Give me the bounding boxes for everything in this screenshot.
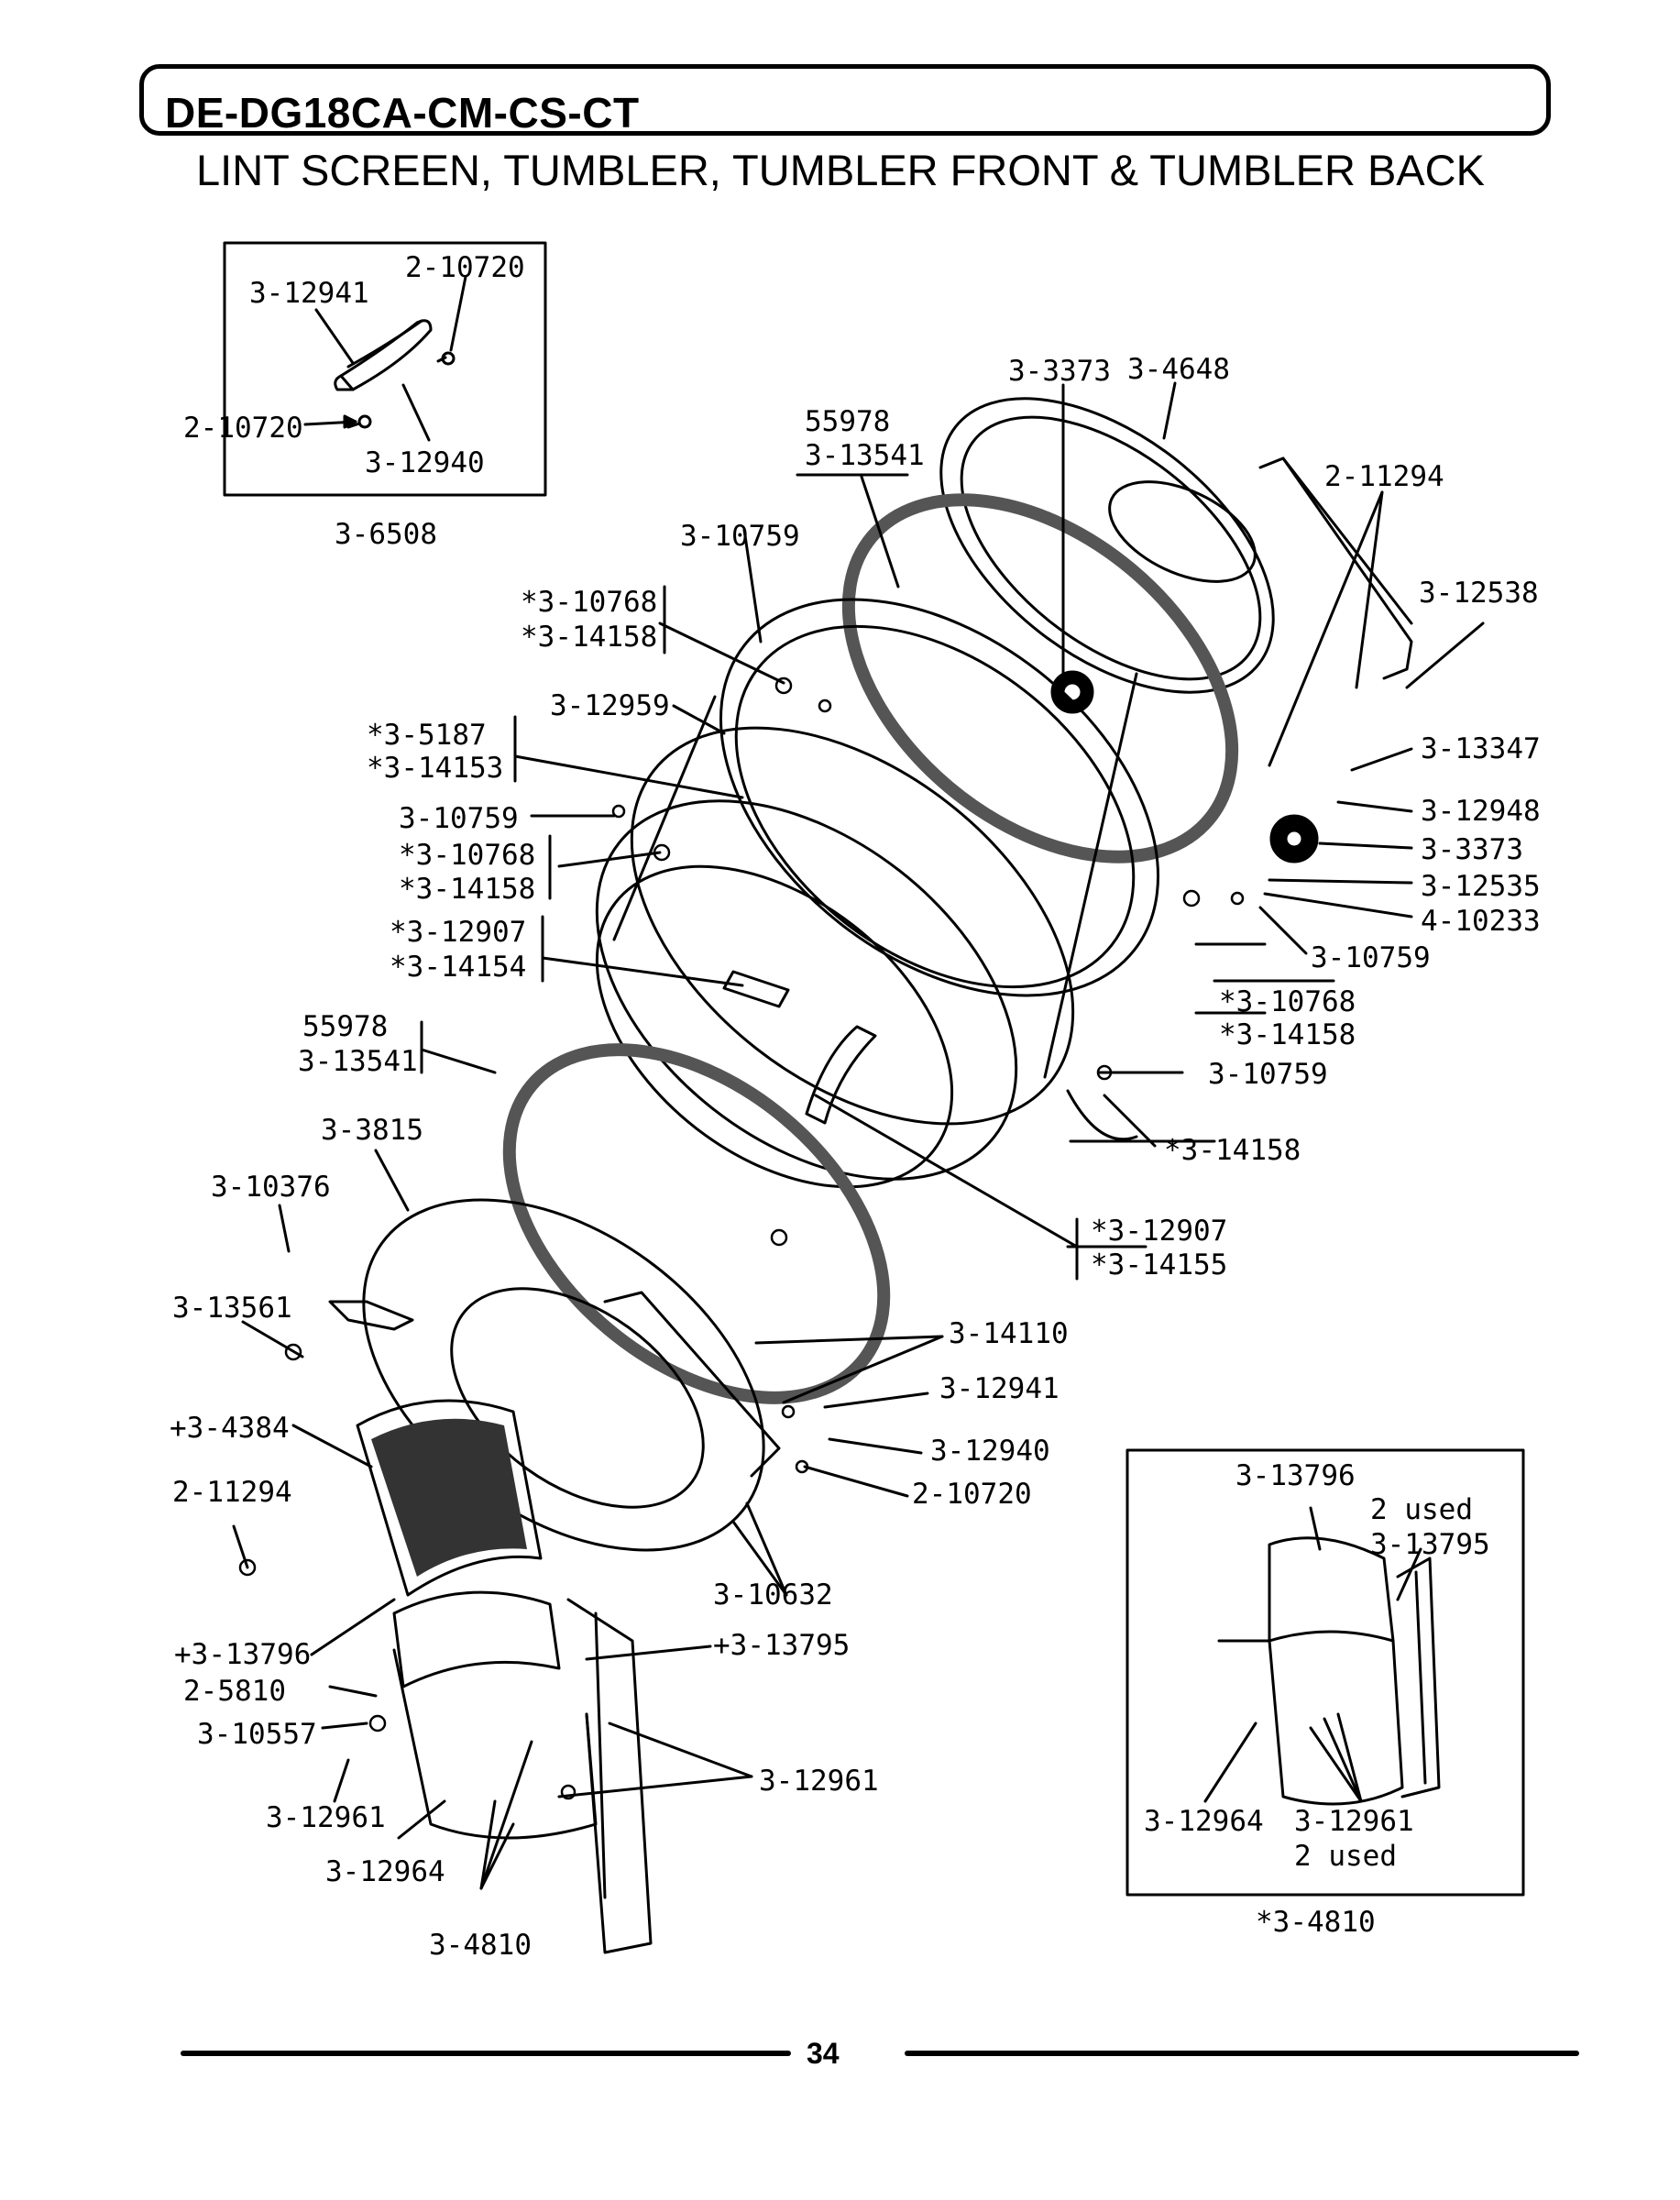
callout-label: 2-11294 [1324,460,1444,493]
model-number: DE-DG18CA-CM-CS-CT [165,89,640,137]
callout-label: 3-3373 [1008,355,1111,388]
front-seal-ring [502,1043,891,1404]
page-title: LINT SCREEN, TUMBLER, TUMBLER FRONT & TU… [196,146,1485,194]
page-number: 34 [807,2037,840,2070]
inset-top-label: 3-12941 [249,277,369,310]
callout-label: 3-13541 [805,439,925,472]
callout-label: *3-14158 [399,873,536,906]
callout-label: 3-13347 [1421,732,1541,765]
callout-label: 3-12961 [266,1801,386,1834]
callout-label: 3-10632 [713,1578,833,1612]
inset-bottom-label: 3-12964 [1144,1805,1264,1838]
callout-label: *3-14154 [390,951,527,984]
callout-label: 2-11294 [172,1476,292,1509]
callout-label: 2-5810 [183,1675,286,1708]
callout-label: *3-10768 [521,586,658,619]
callout-label: 3-12941 [939,1372,1060,1405]
callout-label: 3-10376 [211,1171,331,1204]
lint-screen-bracket-drawing [334,319,456,429]
inset-top-label: 2-10720 [405,251,525,284]
callout-label: 55978 [805,405,891,438]
callout-label: *3-14158 [521,621,658,654]
lint-screen-drawing [356,1399,653,1954]
callout-label: 3-14110 [949,1317,1069,1350]
callout-label: *3-5187 [367,719,487,752]
callout-label: 2-10720 [912,1478,1032,1511]
callout-label: 3-12964 [325,1855,445,1888]
callout-label: 3-12948 [1421,795,1541,828]
callout-label: *3-14158 [1164,1134,1301,1167]
callout-label: 3-13541 [298,1045,418,1078]
callout-label: 3-3373 [1421,833,1523,866]
inset-top-label: 3-12940 [365,446,485,479]
callout-label: 3-3815 [321,1114,423,1147]
callout-label: *3-10768 [1219,985,1356,1018]
callout-label: 3-12538 [1419,577,1539,610]
callout-label: 3-4810 [429,1929,532,1962]
callout-label: 3-10759 [399,802,519,835]
inset-bottom-label: 3-12961 [1294,1805,1414,1838]
tumbler-back-drawing [939,397,1413,864]
callout-label: *3-12907 [1091,1215,1228,1248]
callout-label: 3-13561 [172,1292,292,1325]
callout-label: 55978 [302,1010,389,1043]
callout-label: *3-14153 [367,752,504,785]
callout-label: 3-12535 [1421,870,1541,903]
tumbler-front-drawing [328,1198,781,1552]
inset-duct-drawing [1217,1536,1441,1806]
header-frame [139,64,1551,136]
inset-top-label: 2-10720 [183,412,303,445]
callout-label: 3-4648 [1127,353,1230,386]
inset-top-leaders [303,275,467,442]
callout-label: *3-10768 [399,839,536,872]
inset-bottom-label: 2 used [1294,1840,1397,1873]
fastener-shapes [238,676,1245,1800]
tumbler-drum-drawing [595,598,1159,1189]
callout-label: 3-10557 [197,1718,317,1751]
callout-label: +3-13796 [174,1638,312,1671]
back-seal-ring [841,493,1239,864]
callout-label: 3-10759 [1208,1058,1328,1091]
callout-label: 3-10759 [680,520,800,553]
inset-top-caption: 3-6508 [335,518,437,551]
inset-top-frame [223,241,547,497]
callout-label: *3-14155 [1091,1248,1228,1282]
callout-label: *3-14158 [1219,1018,1356,1051]
leader-lines [232,381,1485,1890]
callout-label: +3-4384 [170,1412,290,1445]
callout-label: 3-12961 [759,1765,879,1798]
inset-bottom-label: 3-13795 [1370,1528,1490,1561]
callout-label: 3-12940 [930,1435,1050,1468]
inset-bottom-caption: *3-4810 [1256,1906,1376,1939]
callout-label: *3-12907 [390,916,527,949]
callout-label: 4-10233 [1421,905,1541,938]
callout-label: +3-13795 [713,1629,851,1662]
callout-label: 3-12959 [550,689,670,722]
inset-bottom-label: 3-13796 [1235,1459,1356,1492]
callout-label: 3-10759 [1311,941,1431,974]
inset-bottom-frame [1125,1448,1525,1897]
inset-bottom-label: 2 used [1370,1493,1473,1526]
